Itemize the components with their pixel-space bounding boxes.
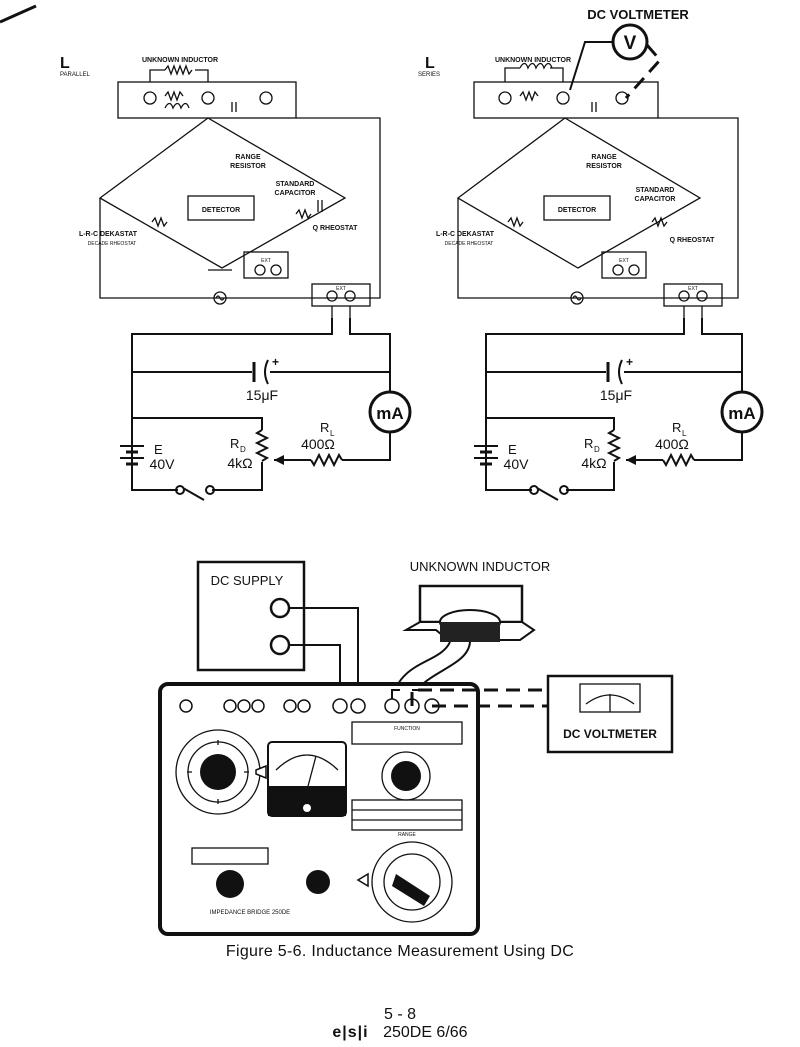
lrc-dial [371,841,453,923]
svg-text:FUNCTION: FUNCTION [394,726,420,732]
svg-text:40V: 40V [150,456,176,472]
svg-text:R: R [672,420,681,435]
svg-text:mA: mA [376,404,403,423]
series-bridge-diagram: DC VOLTMETER V L SERIES UNKNOWN INDUCTOR… [418,7,739,318]
svg-text:+: + [272,355,279,369]
svg-text:15μF: 15μF [246,387,278,403]
svg-text:CAPACITOR: CAPACITOR [275,190,316,197]
svg-text:L-R-C DEKASTAT: L-R-C DEKASTAT [436,231,495,238]
svg-text:RESISTOR: RESISTOR [586,163,622,170]
footer-logo: e|s|i [332,1024,369,1041]
svg-text:SERIES: SERIES [418,72,440,78]
dc-circuit-left: + 15μF mA R L 400Ω R D 4kΩ E 40V [120,318,412,501]
svg-text:400Ω: 400Ω [301,436,335,452]
footer-model: 250DE 6/66 [383,1024,468,1041]
svg-text:+: + [626,355,633,369]
dc-voltmeter-box-label: DC VOLTMETER [563,727,657,741]
svg-text:RANGE: RANGE [398,832,416,838]
detector-label: DETECTOR [202,207,240,214]
mode-letter: L [60,55,70,72]
svg-text:R: R [230,436,239,451]
svg-text:RANGE: RANGE [235,154,261,161]
svg-text:4kΩ: 4kΩ [227,455,252,471]
unknown-inductor-label: UNKNOWN INDUCTOR [142,57,218,64]
svg-text:V: V [624,33,637,54]
svg-text:CAPACITOR: CAPACITOR [635,196,676,203]
page-number: 5 - 8 [383,1006,416,1023]
svg-text:DETECTOR: DETECTOR [558,207,596,214]
dc-supply-box [196,560,306,672]
instrument-setup: DC SUPPLY UNKNOWN INDUCTOR [158,559,674,936]
svg-text:EXT: EXT [261,258,271,264]
svg-text:D: D [240,445,246,454]
svg-text:Q RHEOSTAT: Q RHEOSTAT [313,225,359,232]
svg-text:DECADE RHEOSTAT: DECADE RHEOSTAT [445,241,494,247]
ext-terminal-box [311,283,371,307]
svg-text:STANDARD: STANDARD [276,181,315,188]
svg-text:Q RHEOSTAT: Q RHEOSTAT [670,237,716,244]
dc-supply-label: DC SUPPLY [211,573,284,588]
corner-mark [0,4,37,24]
parallel-bridge-diagram: L PARALLEL UNKNOWN INDUCTOR DETECTOR RAN… [60,55,381,318]
svg-text:4kΩ: 4kΩ [581,455,606,471]
bridge-name: IMPEDANCE BRIDGE 250DE [210,910,290,916]
svg-text:L: L [330,429,335,438]
svg-text:15μF: 15μF [600,387,632,403]
svg-text:EXT: EXT [336,286,346,292]
svg-text:EXT: EXT [688,286,698,292]
unknown-inductor-label: UNKNOWN INDUCTOR [410,559,551,574]
svg-text:L-R-C DEKASTAT: L-R-C DEKASTAT [79,231,138,238]
svg-text:L: L [425,55,435,72]
ext-switch [243,251,289,279]
detector-box [187,195,255,221]
svg-text:EXT: EXT [619,258,629,264]
footer: e|s|i 250DE 6/66 [0,1024,800,1042]
svg-text:D: D [594,445,600,454]
dc-circuit-right: + 15μF mA R L 400Ω R D 4kΩ E 40V [474,318,764,501]
svg-text:RESISTOR: RESISTOR [230,163,266,170]
svg-text:R: R [584,436,593,451]
dc-voltmeter-label: DC VOLTMETER [587,7,689,22]
svg-text:E: E [154,442,163,457]
svg-text:mA: mA [728,404,755,423]
svg-text:DECADE RHEOSTAT: DECADE RHEOSTAT [88,241,137,247]
svg-text:400Ω: 400Ω [655,436,689,452]
svg-text:STANDARD: STANDARD [636,187,675,194]
svg-text:L: L [682,429,687,438]
svg-text:40V: 40V [504,456,530,472]
dc-voltmeter-box [546,674,674,754]
svg-text:RANGE: RANGE [591,154,617,161]
figure-caption: Figure 5-6. Inductance Measurement Using… [225,943,575,960]
svg-text:UNKNOWN INDUCTOR: UNKNOWN INDUCTOR [495,57,571,64]
svg-text:E: E [508,442,517,457]
svg-text:R: R [320,420,329,435]
mode-word: PARALLEL [60,72,91,78]
